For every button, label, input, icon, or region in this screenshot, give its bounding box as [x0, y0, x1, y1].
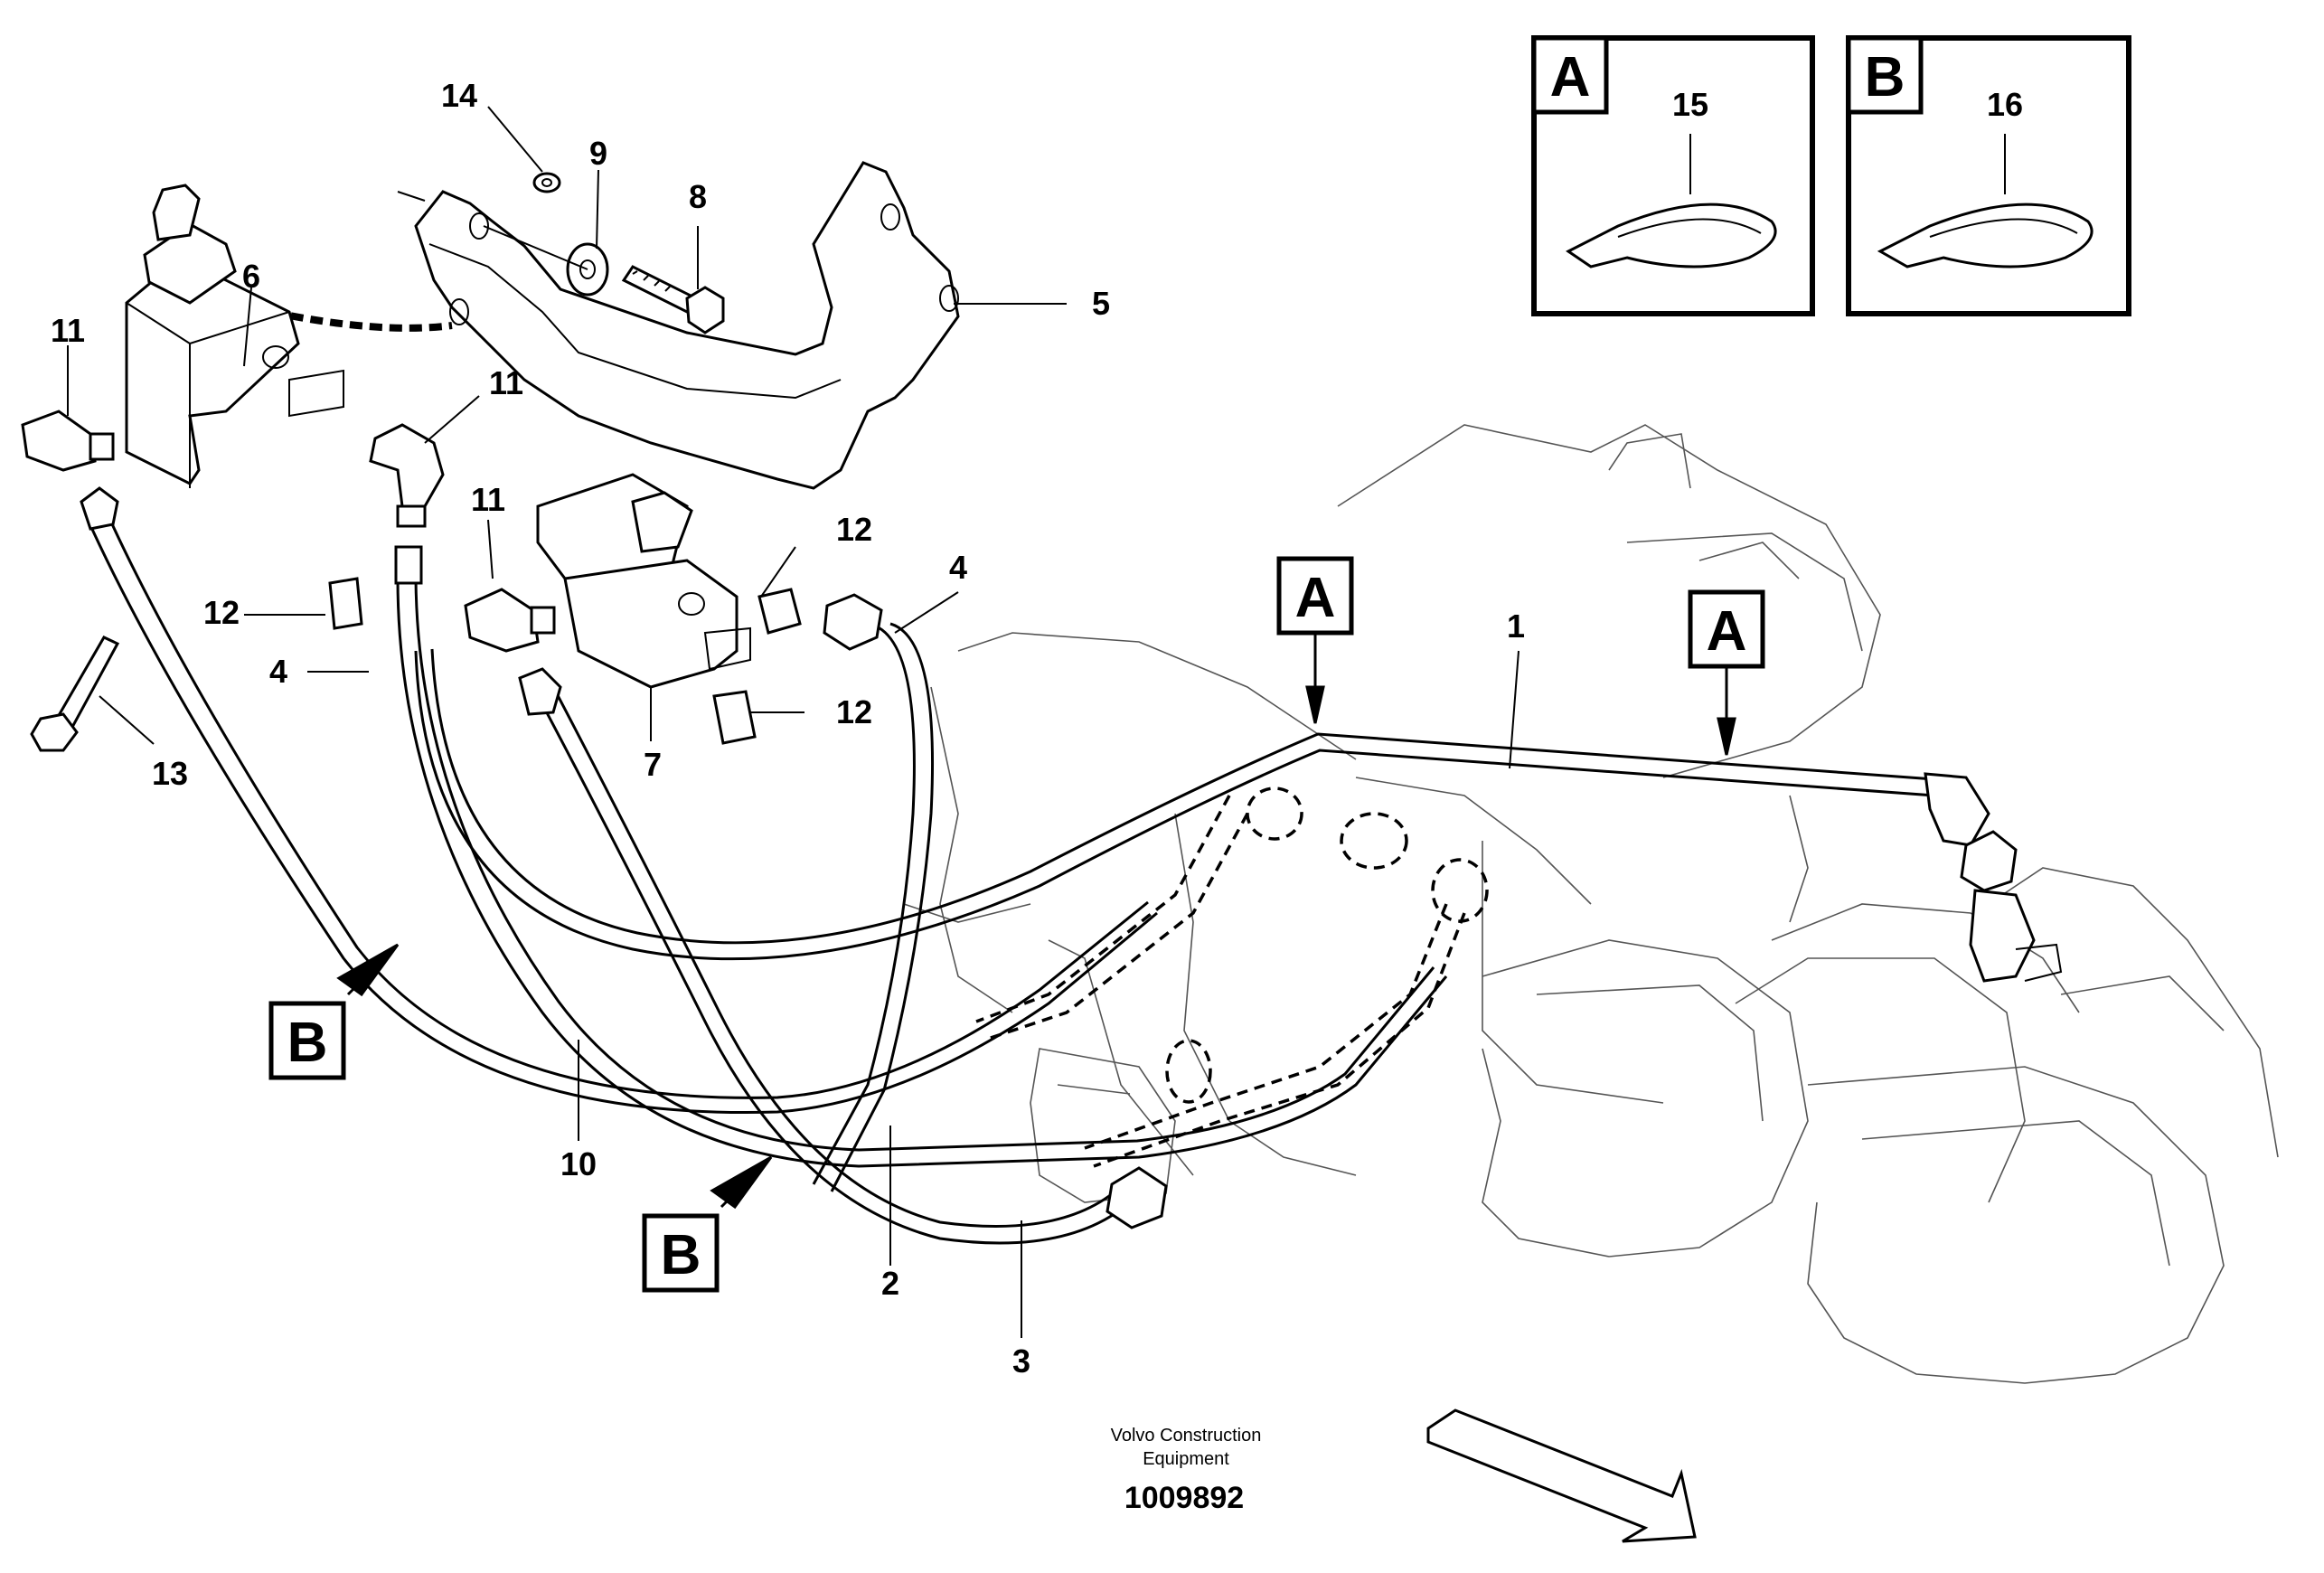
pressure-valve-6 [125, 184, 344, 488]
detail-box-a-letter: A [1550, 46, 1591, 108]
detail-box-b-letter: B [1865, 46, 1905, 108]
callout-5: 5 [1092, 285, 1110, 322]
detail-box-b [1846, 35, 2131, 316]
callout-12c: 12 [836, 693, 872, 730]
detail-box-a [1531, 35, 1815, 316]
callout-10: 10 [560, 1145, 597, 1182]
brand-line-2: Equipment [1143, 1449, 1229, 1469]
callout-15: 15 [1672, 86, 1708, 123]
callout-11c: 11 [471, 481, 505, 518]
cable-tie-15 [1566, 203, 1777, 268]
callout-12b: 12 [836, 511, 872, 548]
elbow-fitting-11b [369, 423, 445, 528]
bracket [397, 161, 960, 490]
nipple-12c [712, 690, 757, 745]
marker-a1 [1276, 556, 1354, 724]
callout-2: 2 [881, 1265, 899, 1302]
callout-4a: 4 [269, 653, 287, 690]
hose-4 [812, 593, 934, 1192]
callout-14: 14 [441, 77, 477, 114]
marker-b2-letter: B [661, 1224, 701, 1286]
elbow-fitting-11c [464, 588, 556, 653]
callout-3: 3 [1012, 1342, 1030, 1380]
marker-b1-letter: B [287, 1012, 328, 1074]
callout-1: 1 [1507, 608, 1525, 645]
callout-4b: 4 [949, 549, 967, 586]
marker-a2-letter: A [1707, 600, 1747, 663]
callout-11b: 11 [489, 364, 523, 401]
marker-a1-letter: A [1295, 567, 1336, 629]
cable-tie-16 [1877, 203, 2093, 268]
callout-6: 6 [242, 258, 260, 295]
elbow-fitting-11a [21, 410, 115, 472]
hidden-connection [270, 308, 453, 332]
pipe-1 [414, 648, 2063, 983]
washer-14 [532, 172, 561, 193]
marker-b2 [642, 1155, 773, 1293]
hidden-hose-routing [975, 786, 1489, 1168]
bolt-8 [621, 265, 725, 334]
direction-arrow [1426, 1408, 1697, 1543]
marker-b1 [268, 943, 400, 1080]
drawing-number: 1009892 [1124, 1481, 1244, 1515]
solenoid-valve-7 [536, 473, 751, 689]
callout-13: 13 [152, 755, 188, 792]
callout-12a: 12 [203, 594, 240, 631]
callout-7: 7 [644, 746, 662, 783]
hose-3 [518, 667, 1168, 1245]
callout-16: 16 [1987, 86, 2023, 123]
nipple-12a [328, 577, 363, 630]
callout-9: 9 [589, 135, 607, 172]
brand-line-1: Volvo Construction [1111, 1426, 1262, 1446]
transmission-outline [903, 424, 2279, 1384]
leader-lines [67, 106, 1520, 1338]
bolt-13 [30, 636, 120, 752]
nipple-12b [757, 588, 802, 635]
hose-2 [394, 545, 1448, 1168]
marker-a2 [1688, 589, 1765, 756]
callout-11a: 11 [51, 312, 85, 349]
callout-8: 8 [689, 178, 707, 215]
